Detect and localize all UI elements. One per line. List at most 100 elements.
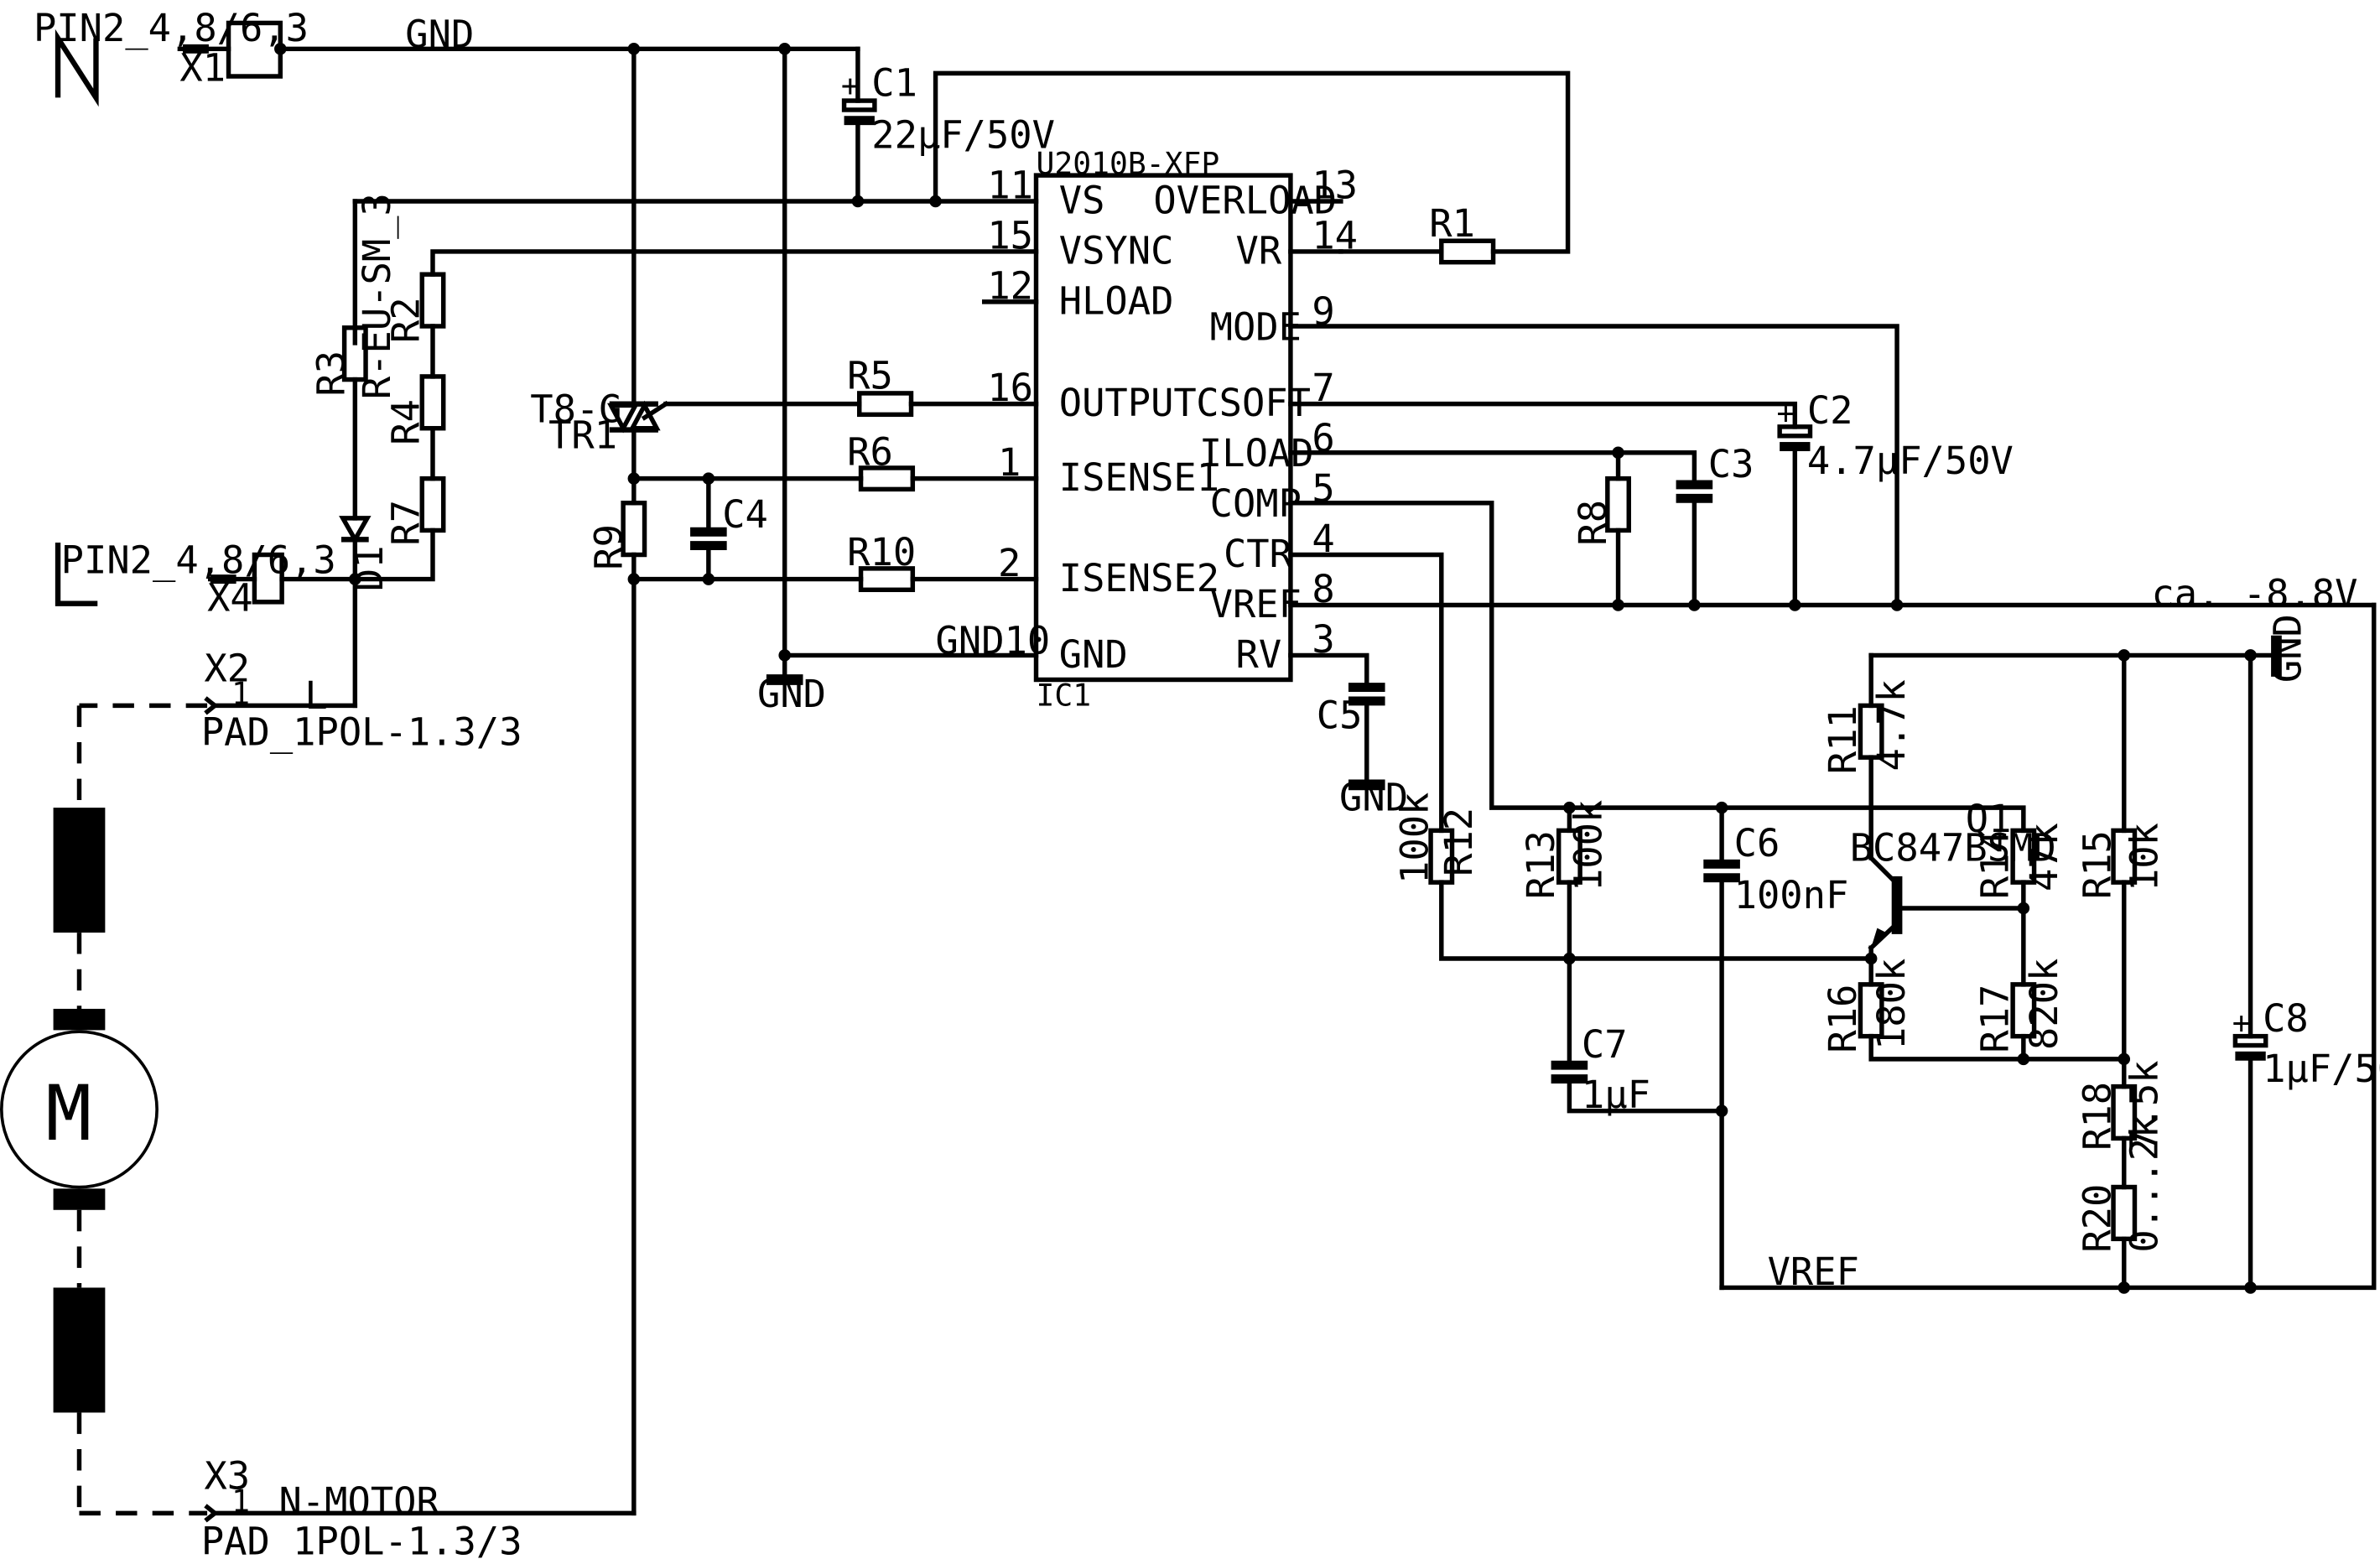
x3-pad-label: PAD_1POL-1.3/3	[201, 1519, 522, 1559]
c1-label: C1	[871, 61, 917, 106]
r20-label: R20	[2075, 1184, 2119, 1253]
capacitor-c8: +	[2232, 1005, 2268, 1291]
diode-d1	[339, 516, 372, 709]
r3-label: R3	[309, 351, 354, 397]
gnd-symbol-3: GND	[2266, 614, 2310, 683]
capacitor-c3	[1676, 480, 1713, 608]
motor: M	[0, 1008, 158, 1210]
ic-pin-name: RV	[1236, 632, 1282, 677]
ic-pin-num: 16	[987, 366, 1033, 410]
r20-value: 0...2k	[2123, 1115, 2167, 1253]
gnd-symbol-1: GND	[757, 672, 826, 716]
ic-pin-num: 14	[1312, 213, 1358, 257]
neutral-symbol	[55, 29, 99, 107]
r3-value: R-EU-SM_3	[355, 193, 399, 399]
r15-label: R15	[2075, 830, 2119, 899]
ic-pin-name: COMP	[1210, 481, 1302, 526]
capacitor-c1: +	[841, 46, 877, 204]
gnd-symbol-2: GND	[1339, 776, 1408, 820]
vref-note: ca. -8.8V VREF	[2151, 571, 2380, 616]
r16-label: R16	[1821, 985, 1865, 1053]
c7-value: 1µF	[1582, 1073, 1650, 1117]
q1-label: Q1	[1966, 797, 2012, 841]
svg-text:+: +	[2232, 1005, 2251, 1041]
x2-net: L	[304, 673, 327, 718]
capacitor-c7	[1551, 1060, 1724, 1114]
motor-label: M	[46, 1070, 92, 1158]
svg-text:+: +	[841, 68, 860, 104]
ic-pin-name: VR	[1236, 228, 1282, 273]
r14-label: R14	[1973, 830, 2018, 899]
x1-part-label: PIN2_4,8/6,3	[34, 6, 309, 50]
r5-label: R5	[847, 353, 893, 398]
capacitor-c2: +	[1777, 395, 1813, 608]
r17-value: 820k	[2022, 959, 2066, 1050]
resistor-r3	[341, 325, 368, 521]
ic-pin-num: 12	[987, 263, 1033, 308]
gnd-net-label: GND	[405, 12, 474, 56]
ic-pin-num: 13	[1312, 163, 1358, 207]
x2-label: X2	[204, 646, 250, 690]
phase-l-symbol	[55, 542, 98, 606]
ic-name-label: IC1	[1036, 677, 1091, 713]
c6-label: C6	[1734, 821, 1780, 865]
q1-value: BC847BSMD	[1850, 826, 2056, 870]
x3-pin: 1	[231, 1484, 250, 1520]
r12-label: R12	[1437, 808, 1481, 876]
r6-label: R6	[847, 429, 893, 474]
ic-pin-num: 2	[998, 541, 1021, 585]
ic-pin-name: OUTPUT	[1059, 381, 1197, 425]
c8-label: C8	[2263, 996, 2309, 1041]
ic-pin-name: MODE	[1210, 304, 1302, 349]
capacitor-c5	[1348, 683, 1385, 791]
x3-net: N-MOTOR	[278, 1479, 439, 1524]
capacitor-c6	[1703, 805, 1740, 1291]
r16-value: 180k	[1869, 959, 1914, 1050]
ic-pin-name: VSYNC	[1059, 228, 1174, 273]
c3-label: C3	[1708, 442, 1754, 486]
ic-pin-name: HLOAD	[1059, 278, 1174, 323]
resistor-r1	[1338, 238, 1496, 265]
r11-label: R11	[1821, 705, 1865, 774]
ic-part-label: U2010B-XFP	[1036, 145, 1219, 181]
ic-pin-name: ISENSE1	[1059, 455, 1219, 500]
ic-pin-name: CTR	[1224, 532, 1293, 576]
r14-value: 47k	[2022, 823, 2066, 891]
x2-pin: 1	[231, 676, 250, 712]
c5-label: C5	[1317, 694, 1363, 738]
c1-value: 22µF/50V	[871, 112, 1055, 157]
c7-label: C7	[1582, 1022, 1628, 1067]
svg-text:+: +	[1777, 395, 1795, 431]
r4-label: R4	[384, 399, 429, 445]
ic-pin-name: OVERLOAD	[1153, 179, 1337, 223]
r8-label: R8	[1571, 500, 1615, 546]
tr1-label: TR1	[548, 413, 617, 457]
ic-pin-name: ISENSE2	[1059, 556, 1219, 600]
capacitor-c4	[690, 475, 727, 582]
field-winding-top	[53, 808, 106, 933]
x3-label: X3	[204, 1453, 250, 1498]
r13-value: 100k	[1567, 800, 1611, 891]
r9-label: R9	[586, 524, 631, 570]
ic-pin-num: 1	[998, 440, 1021, 485]
r11-value: 4.7k	[1869, 679, 1914, 771]
r13-label: R13	[1519, 830, 1563, 899]
c6-value: 100nF	[1734, 873, 1849, 917]
ic-left-pins: 11 VS 15 VSYNC 12 HLOAD 16 OUTPUT 1 ISEN…	[981, 163, 1219, 677]
r7-label: R7	[384, 500, 429, 546]
ic1-u2010b	[1033, 173, 1293, 683]
field-winding-bottom	[53, 1287, 106, 1413]
vref-bottom-label: VREF	[1768, 1250, 1859, 1294]
c8-value: 1µF/50V	[2263, 1047, 2380, 1091]
pad-x2	[204, 696, 219, 715]
r15-value: 10k	[2123, 823, 2167, 891]
c2-value: 4.7µF/50V	[1807, 439, 2014, 483]
r18-label: R18	[2075, 1082, 2119, 1151]
ic-pin-name: VREF	[1210, 582, 1302, 626]
tr1-value: T8-G	[530, 387, 621, 431]
r2-label: R2	[384, 297, 429, 343]
ic-pin-num: 15	[987, 213, 1033, 257]
r10-label: R10	[847, 530, 916, 574]
x2-pad-label: PAD_1POL-1.3/3	[201, 710, 522, 755]
